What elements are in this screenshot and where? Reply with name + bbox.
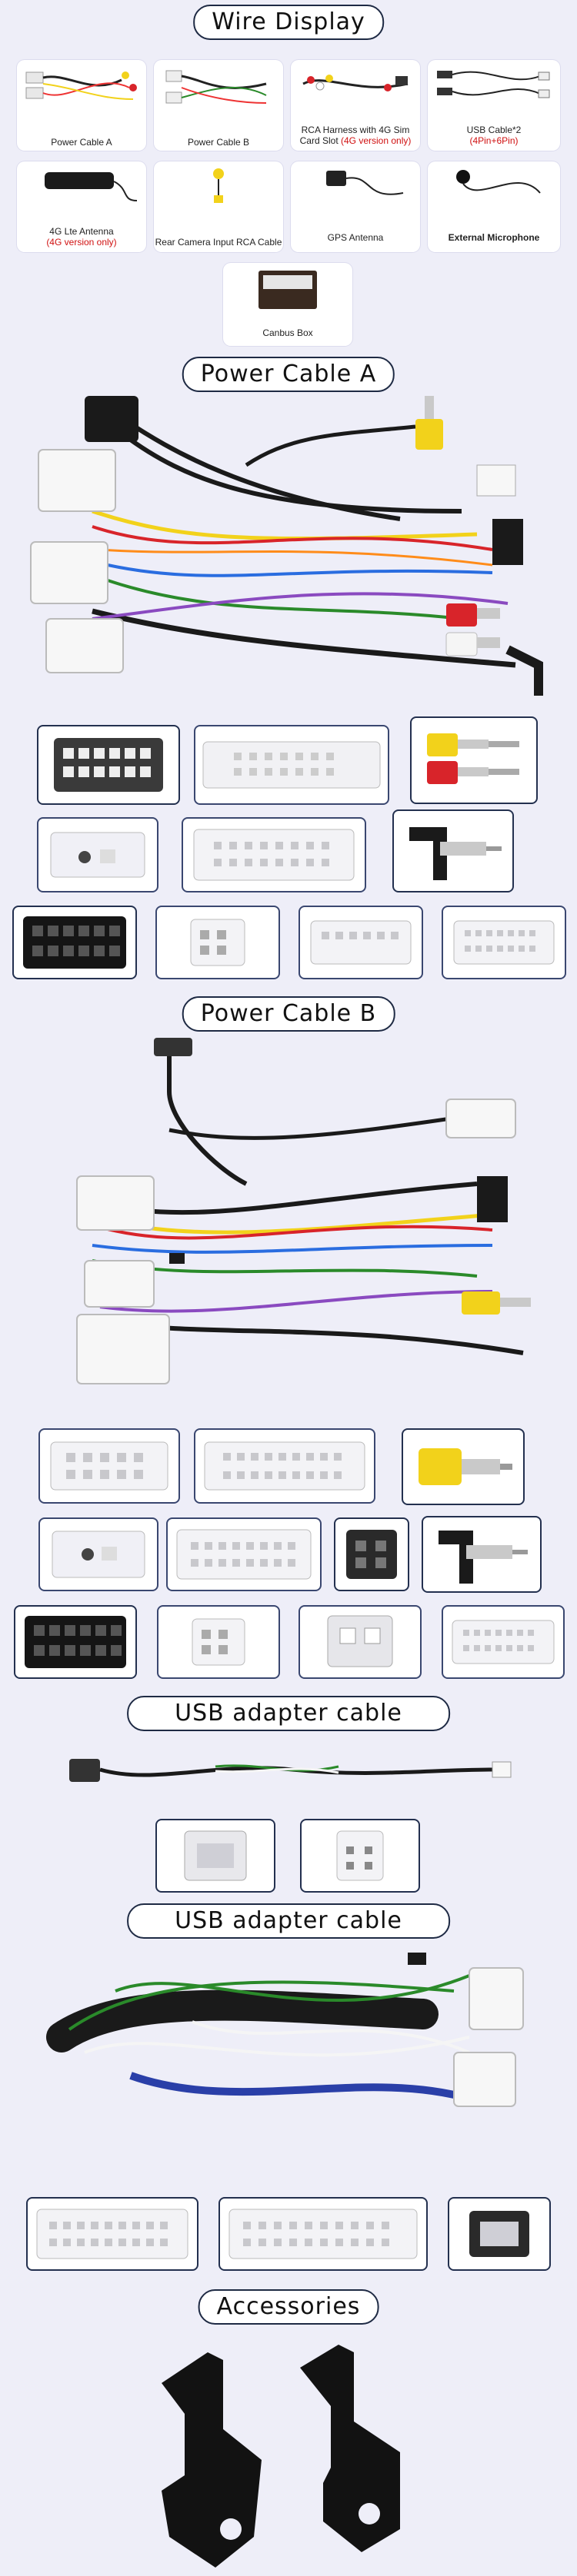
connector-white-icon — [36, 2209, 188, 2259]
connector-a-1 — [37, 725, 180, 805]
power-cable-b-thumb-icon — [165, 70, 267, 104]
connector-a-3 — [37, 817, 158, 892]
wire-item-label-text: GPS Antenna — [327, 232, 384, 243]
gps-antenna-thumb-icon — [326, 171, 404, 195]
section-title-wire-display: Wire Display — [193, 5, 384, 40]
wire-item-gps-antenna[interactable]: GPS Antenna — [291, 161, 420, 252]
wire-item-power-cable-b[interactable]: Power Cable B — [154, 60, 283, 151]
connector-usb2-2 — [218, 2197, 428, 2271]
connector-b-7 — [157, 1605, 280, 1679]
wire-item-label: RCA Harness with 4G Sim Card Slot (4G ve… — [291, 125, 420, 146]
connector-4pin-icon — [192, 1618, 245, 1666]
wire-item-power-cable-a[interactable]: Power Cable A — [17, 60, 146, 151]
wire-item-note: (4Pin+6Pin) — [469, 135, 519, 146]
connector-b-1 — [38, 1428, 180, 1504]
usb-harness-hero-image — [46, 1953, 524, 2107]
rca-harness-thumb-icon — [302, 75, 409, 91]
connector-white-icon — [204, 1441, 365, 1491]
wire-item-label: USB Cable*2 (4Pin+6Pin) — [428, 125, 560, 146]
connector-b-6 — [14, 1605, 137, 1679]
section-title-power-cable-a: Power Cable A — [182, 357, 395, 392]
connector-clear-icon — [50, 832, 145, 878]
wire-item-canbus-box[interactable]: Canbus Box — [223, 263, 352, 346]
section-title-usb-adapter-cable-2: USB adapter cable — [127, 1903, 450, 1939]
connector-black-icon — [346, 1530, 397, 1579]
canbus-box-thumb-icon — [258, 271, 317, 309]
connector-a-5 — [12, 906, 137, 979]
connector-black-icon — [469, 2211, 529, 2257]
wire-item-label: Power Cable A — [51, 137, 112, 148]
wire-item-label-text: External Microphone — [448, 232, 540, 243]
connector-a-8 — [442, 906, 566, 979]
section-title-accessories: Accessories — [198, 2289, 379, 2325]
connector-b-antenna — [422, 1516, 542, 1593]
power-cable-a-thumb-icon — [25, 71, 137, 100]
wire-item-label-text: Rear Camera Input RCA Cable — [155, 237, 282, 248]
connector-4pin-icon — [336, 1830, 384, 1881]
usb-adapter-hero-image — [69, 1759, 512, 1782]
wire-item-rca-harness[interactable]: RCA Harness with 4G Sim Card Slot (4G ve… — [291, 60, 420, 151]
wire-item-external-microphone[interactable]: External Microphone — [428, 161, 560, 252]
wire-item-note: (4G version only) — [341, 135, 412, 146]
antenna-plug-icon — [439, 1531, 528, 1584]
connector-black-icon — [25, 1616, 126, 1668]
connector-white-icon — [184, 1830, 247, 1881]
rca-plug-icon — [427, 733, 519, 784]
connector-b-9 — [442, 1605, 565, 1679]
connector-4pin-icon — [190, 919, 245, 966]
connector-b-2 — [194, 1428, 375, 1504]
antenna-plug-icon — [409, 827, 502, 880]
connector-b-rca — [402, 1428, 525, 1505]
connector-white-icon — [202, 741, 381, 789]
wire-item-label-text: Canbus Box — [262, 327, 313, 338]
connector-usb-1 — [155, 1819, 275, 1893]
antenna-thumb-icon — [45, 172, 138, 201]
wire-item-usb-cable[interactable]: USB Cable*2 (4Pin+6Pin) — [428, 60, 560, 151]
wire-item-label: 4G Lte Antenna (4G version only) — [17, 226, 146, 248]
connector-white-icon — [50, 1441, 168, 1491]
connector-white-icon — [310, 920, 412, 965]
wire-item-note: (4G version only) — [46, 237, 117, 248]
connector-a-rca — [410, 716, 538, 804]
wire-item-label-text: 4G Lte Antenna — [49, 226, 114, 237]
connector-white-icon — [452, 1620, 555, 1664]
usb-cable-thumb-icon — [437, 71, 550, 98]
connector-white-icon — [176, 1529, 312, 1580]
section-title-power-cable-b: Power Cable B — [182, 996, 395, 1032]
connector-b-8 — [299, 1605, 422, 1679]
connector-a-7 — [299, 906, 423, 979]
wire-item-label-text: RCA Harness with 4G Sim Card Slot — [299, 125, 410, 146]
connector-usb2-3 — [448, 2197, 551, 2271]
connector-a-2 — [194, 725, 389, 805]
power-cable-a-hero-image — [30, 396, 543, 696]
connector-16pin-icon — [54, 738, 163, 792]
connector-a-antenna — [392, 809, 514, 892]
rear-camera-rca-thumb-icon — [213, 168, 224, 203]
rca-plug-icon — [419, 1448, 512, 1485]
microphone-thumb-icon — [456, 170, 541, 194]
wire-item-label-text: USB Cable*2 — [466, 125, 522, 135]
wire-item-4g-antenna[interactable]: 4G Lte Antenna (4G version only) — [17, 161, 146, 252]
connector-b-4 — [166, 1517, 322, 1591]
connector-a-4 — [182, 817, 366, 892]
section-title-usb-adapter-cable: USB adapter cable — [127, 1696, 450, 1731]
connector-white-icon — [228, 2209, 418, 2259]
connector-usb-2 — [300, 1819, 420, 1893]
connector-black-icon — [23, 916, 126, 969]
connector-white-icon — [193, 829, 355, 881]
wire-item-label: Power Cable B — [187, 137, 250, 148]
mounting-brackets-image — [162, 2345, 400, 2568]
connector-b-5 — [334, 1517, 409, 1591]
connector-a-6 — [155, 906, 280, 979]
wire-item-rear-camera-rca[interactable]: Rear Camera Input RCA Cable — [154, 161, 283, 252]
connector-usb2-1 — [26, 2197, 198, 2271]
connector-clear-icon — [52, 1531, 145, 1578]
connector-b-3 — [38, 1517, 158, 1591]
connector-white-icon — [327, 1615, 393, 1667]
power-cable-b-hero-image — [76, 1038, 531, 1384]
connector-white-icon — [453, 920, 555, 965]
